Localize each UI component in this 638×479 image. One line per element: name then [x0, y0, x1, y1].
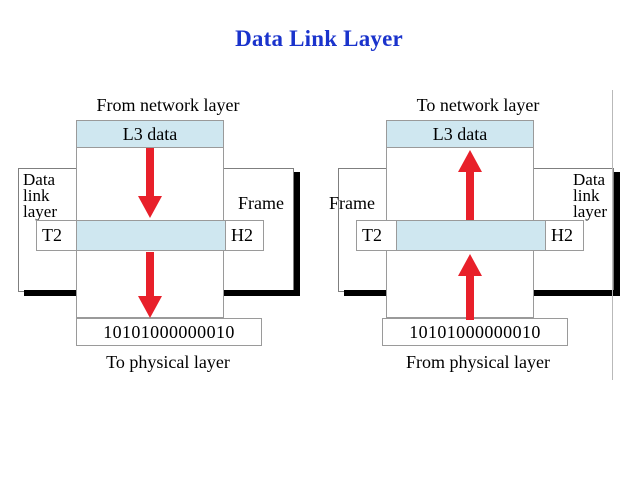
top-caption-to-network-layer: To network layer	[416, 95, 540, 115]
page-title: Data Link Layer	[235, 26, 403, 51]
right-edge-divider	[612, 90, 613, 380]
frame-label: Frame	[329, 193, 375, 213]
frame-payload-cell	[396, 221, 546, 250]
trailer-cell-t2: T2	[42, 225, 62, 245]
data-link-layer-label-line1: Data	[573, 170, 606, 189]
bitstream-cell: 10101000000010	[76, 318, 262, 346]
frame-row: T2 H2	[36, 220, 264, 251]
header-cell-h2: H2	[551, 225, 573, 245]
arrow-up-icon-upper	[455, 148, 485, 220]
top-caption-from-network-layer: From network layer	[96, 95, 240, 115]
arrow-down-icon-upper	[135, 148, 165, 220]
data-link-layer-label-line3: layer	[573, 202, 607, 221]
box-shadow-vertical	[294, 172, 300, 296]
l3-data-cell: L3 data	[76, 120, 224, 148]
frame-payload-cell	[76, 221, 226, 250]
arrow-up-icon-lower	[455, 252, 485, 320]
frame-label: Frame	[238, 193, 284, 213]
trailer-cell-t2: T2	[362, 225, 382, 245]
bottom-caption-from-physical-layer: From physical layer	[406, 352, 550, 372]
data-link-layer-label-line1: Data	[23, 170, 56, 189]
bitstream-cell: 10101000000010	[382, 318, 568, 346]
l3-data-cell: L3 data	[386, 120, 534, 148]
frame-row: T2 H2	[356, 220, 584, 251]
data-link-layer-label: Data link layer	[23, 170, 57, 221]
data-link-layer-label-line2: link	[573, 186, 600, 205]
data-link-layer-label-line2: link	[23, 186, 50, 205]
data-link-layer-label: Data link layer	[573, 170, 607, 221]
diagram-panel-sending: From network layer Data link layer Frame…	[14, 90, 322, 380]
bottom-caption-to-physical-layer: To physical layer	[106, 352, 230, 372]
diagram-panel-receiving: To network layer Data link layer Frame L…	[324, 90, 632, 380]
data-link-layer-label-line3: layer	[23, 202, 57, 221]
arrow-down-icon-lower	[135, 252, 165, 320]
header-cell-h2: H2	[231, 225, 253, 245]
box-shadow-vertical	[614, 172, 620, 296]
